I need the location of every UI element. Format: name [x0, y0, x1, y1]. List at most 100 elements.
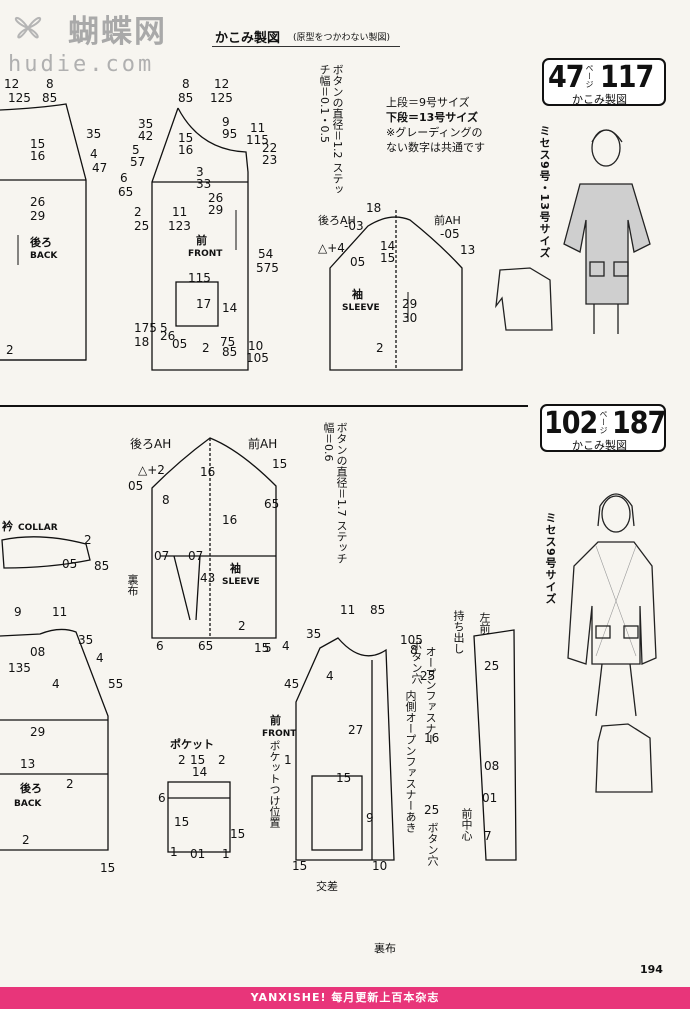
front-center-label: 前中心 [460, 808, 473, 841]
footer-banner: YANXISHE! 每月更新上百本杂志 [0, 987, 690, 1009]
open-fastener-label: オープンファスナー [424, 646, 437, 745]
svg-text:2: 2 [66, 777, 74, 791]
svg-text:23: 23 [262, 153, 277, 167]
svg-text:15: 15 [100, 861, 115, 875]
svg-text:2: 2 [22, 833, 30, 847]
svg-text:75: 75 [220, 335, 235, 349]
svg-text:18: 18 [366, 201, 381, 215]
svg-text:1: 1 [222, 847, 230, 861]
svg-text:8: 8 [162, 493, 170, 507]
svg-text:15: 15 [30, 137, 45, 151]
front-ah-label-top: 前AH [434, 213, 461, 227]
strap-right-label: 左前 [478, 612, 491, 634]
svg-text:30: 30 [402, 311, 417, 325]
svg-text:42: 42 [138, 129, 153, 143]
button-note-bottom: ボタンの直径＝1.7 ステッチ幅＝0.6 [322, 422, 348, 564]
svg-text:18: 18 [134, 335, 149, 349]
svg-text:115: 115 [188, 271, 211, 285]
svg-text:12: 12 [214, 77, 229, 91]
svg-text:47: 47 [92, 161, 107, 175]
model-illustration-top [495, 129, 651, 334]
svg-text:-03: -03 [344, 219, 364, 233]
svg-text:15: 15 [230, 827, 245, 841]
svg-text:29: 29 [30, 209, 45, 223]
svg-text:11: 11 [172, 205, 187, 219]
svg-text:9: 9 [14, 605, 22, 619]
strap-outline [473, 629, 517, 861]
back-ah-label-bottom: 後ろAH [130, 437, 171, 451]
sleeve-sublabel-top: SLEEVE [342, 303, 380, 313]
badge-page-unit: ページ [585, 64, 594, 88]
collar-label: 衿 [2, 519, 13, 533]
svg-text:10: 10 [248, 339, 263, 353]
svg-text:8: 8 [410, 643, 418, 657]
svg-text:85: 85 [222, 345, 237, 359]
page-subtitle: (原型をつかわない製図) [293, 33, 391, 43]
svg-text:26: 26 [30, 195, 45, 209]
svg-text:575: 575 [256, 261, 279, 275]
svg-text:14: 14 [380, 239, 395, 253]
svg-text:25: 25 [424, 803, 439, 817]
back-bodice-outline [0, 103, 87, 361]
badge-label: かこみ製図 [572, 93, 627, 106]
svg-text:65: 65 [198, 639, 213, 653]
svg-text:4: 4 [96, 651, 104, 665]
svg-text:85: 85 [370, 603, 385, 617]
svg-text:3: 3 [196, 165, 204, 179]
pocket-label: ポケット [170, 737, 214, 751]
svg-text:1: 1 [284, 753, 292, 767]
lining-label-vertical: 裏布 [126, 574, 139, 596]
svg-text:85: 85 [178, 91, 193, 105]
pattern-badge-top: 47 ページ 117 かこみ製図 [542, 58, 666, 106]
svg-text:12: 12 [4, 77, 19, 91]
svg-text:08: 08 [30, 645, 45, 659]
svg-text:08: 08 [484, 759, 499, 773]
lining-label-bottom: 裏布 [374, 941, 396, 955]
svg-text:15: 15 [292, 859, 307, 873]
svg-text:65: 65 [264, 497, 279, 511]
pocket-position-label: ポケットつけ位置 [268, 740, 281, 828]
svg-text:115: 115 [246, 133, 269, 147]
svg-text:01: 01 [482, 791, 497, 805]
pattern-badge-bottom: 102 ページ 187 かこみ製図 [540, 404, 666, 452]
badge-page-number: 47 [548, 60, 585, 95]
badge-model-number: 117 [600, 60, 654, 95]
svg-text:29: 29 [402, 297, 417, 311]
svg-text:-05: -05 [440, 227, 460, 241]
svg-text:5: 5 [132, 143, 140, 157]
head-icon [601, 495, 631, 533]
title-underline [212, 46, 400, 47]
size-note: 上段＝9号サイズ 下段＝13号サイズ ※グレーディングの ない数字は共通です [386, 95, 485, 155]
svg-text:13: 13 [460, 243, 475, 257]
svg-text:105: 105 [400, 633, 423, 647]
svg-text:35: 35 [306, 627, 321, 641]
badge-model-number: 187 [612, 406, 666, 441]
cross-label: 交差 [316, 879, 338, 893]
pocket-outline [167, 781, 231, 853]
svg-text:15: 15 [380, 251, 395, 265]
model-illustration-bottom [567, 493, 657, 793]
collar-sublabel: COLLAR [18, 523, 58, 533]
svg-text:15: 15 [254, 641, 269, 655]
front-bodice-outline [151, 107, 249, 371]
svg-text:9: 9 [366, 811, 374, 825]
back-sublabel-top: BACK [30, 251, 58, 261]
svg-text:2: 2 [134, 205, 142, 219]
svg-text:△+4: △+4 [318, 241, 345, 255]
svg-text:2: 2 [202, 341, 210, 355]
strap-left-label: 持ち出し [452, 610, 465, 654]
back-ah-label-top: 後ろAH [318, 213, 356, 227]
svg-text:8: 8 [182, 77, 190, 91]
front-ah-label-bottom: 前AH [248, 436, 277, 451]
svg-text:△+2: △+2 [138, 463, 165, 477]
svg-text:6: 6 [120, 171, 128, 185]
svg-text:13: 13 [20, 757, 35, 771]
svg-text:25: 25 [134, 219, 149, 233]
svg-text:25: 25 [484, 659, 499, 673]
front-outline [295, 637, 395, 861]
butterfly-logo-icon [15, 16, 41, 39]
svg-text:07: 07 [188, 549, 203, 563]
back-outline [0, 628, 109, 851]
svg-text:15: 15 [336, 771, 351, 785]
